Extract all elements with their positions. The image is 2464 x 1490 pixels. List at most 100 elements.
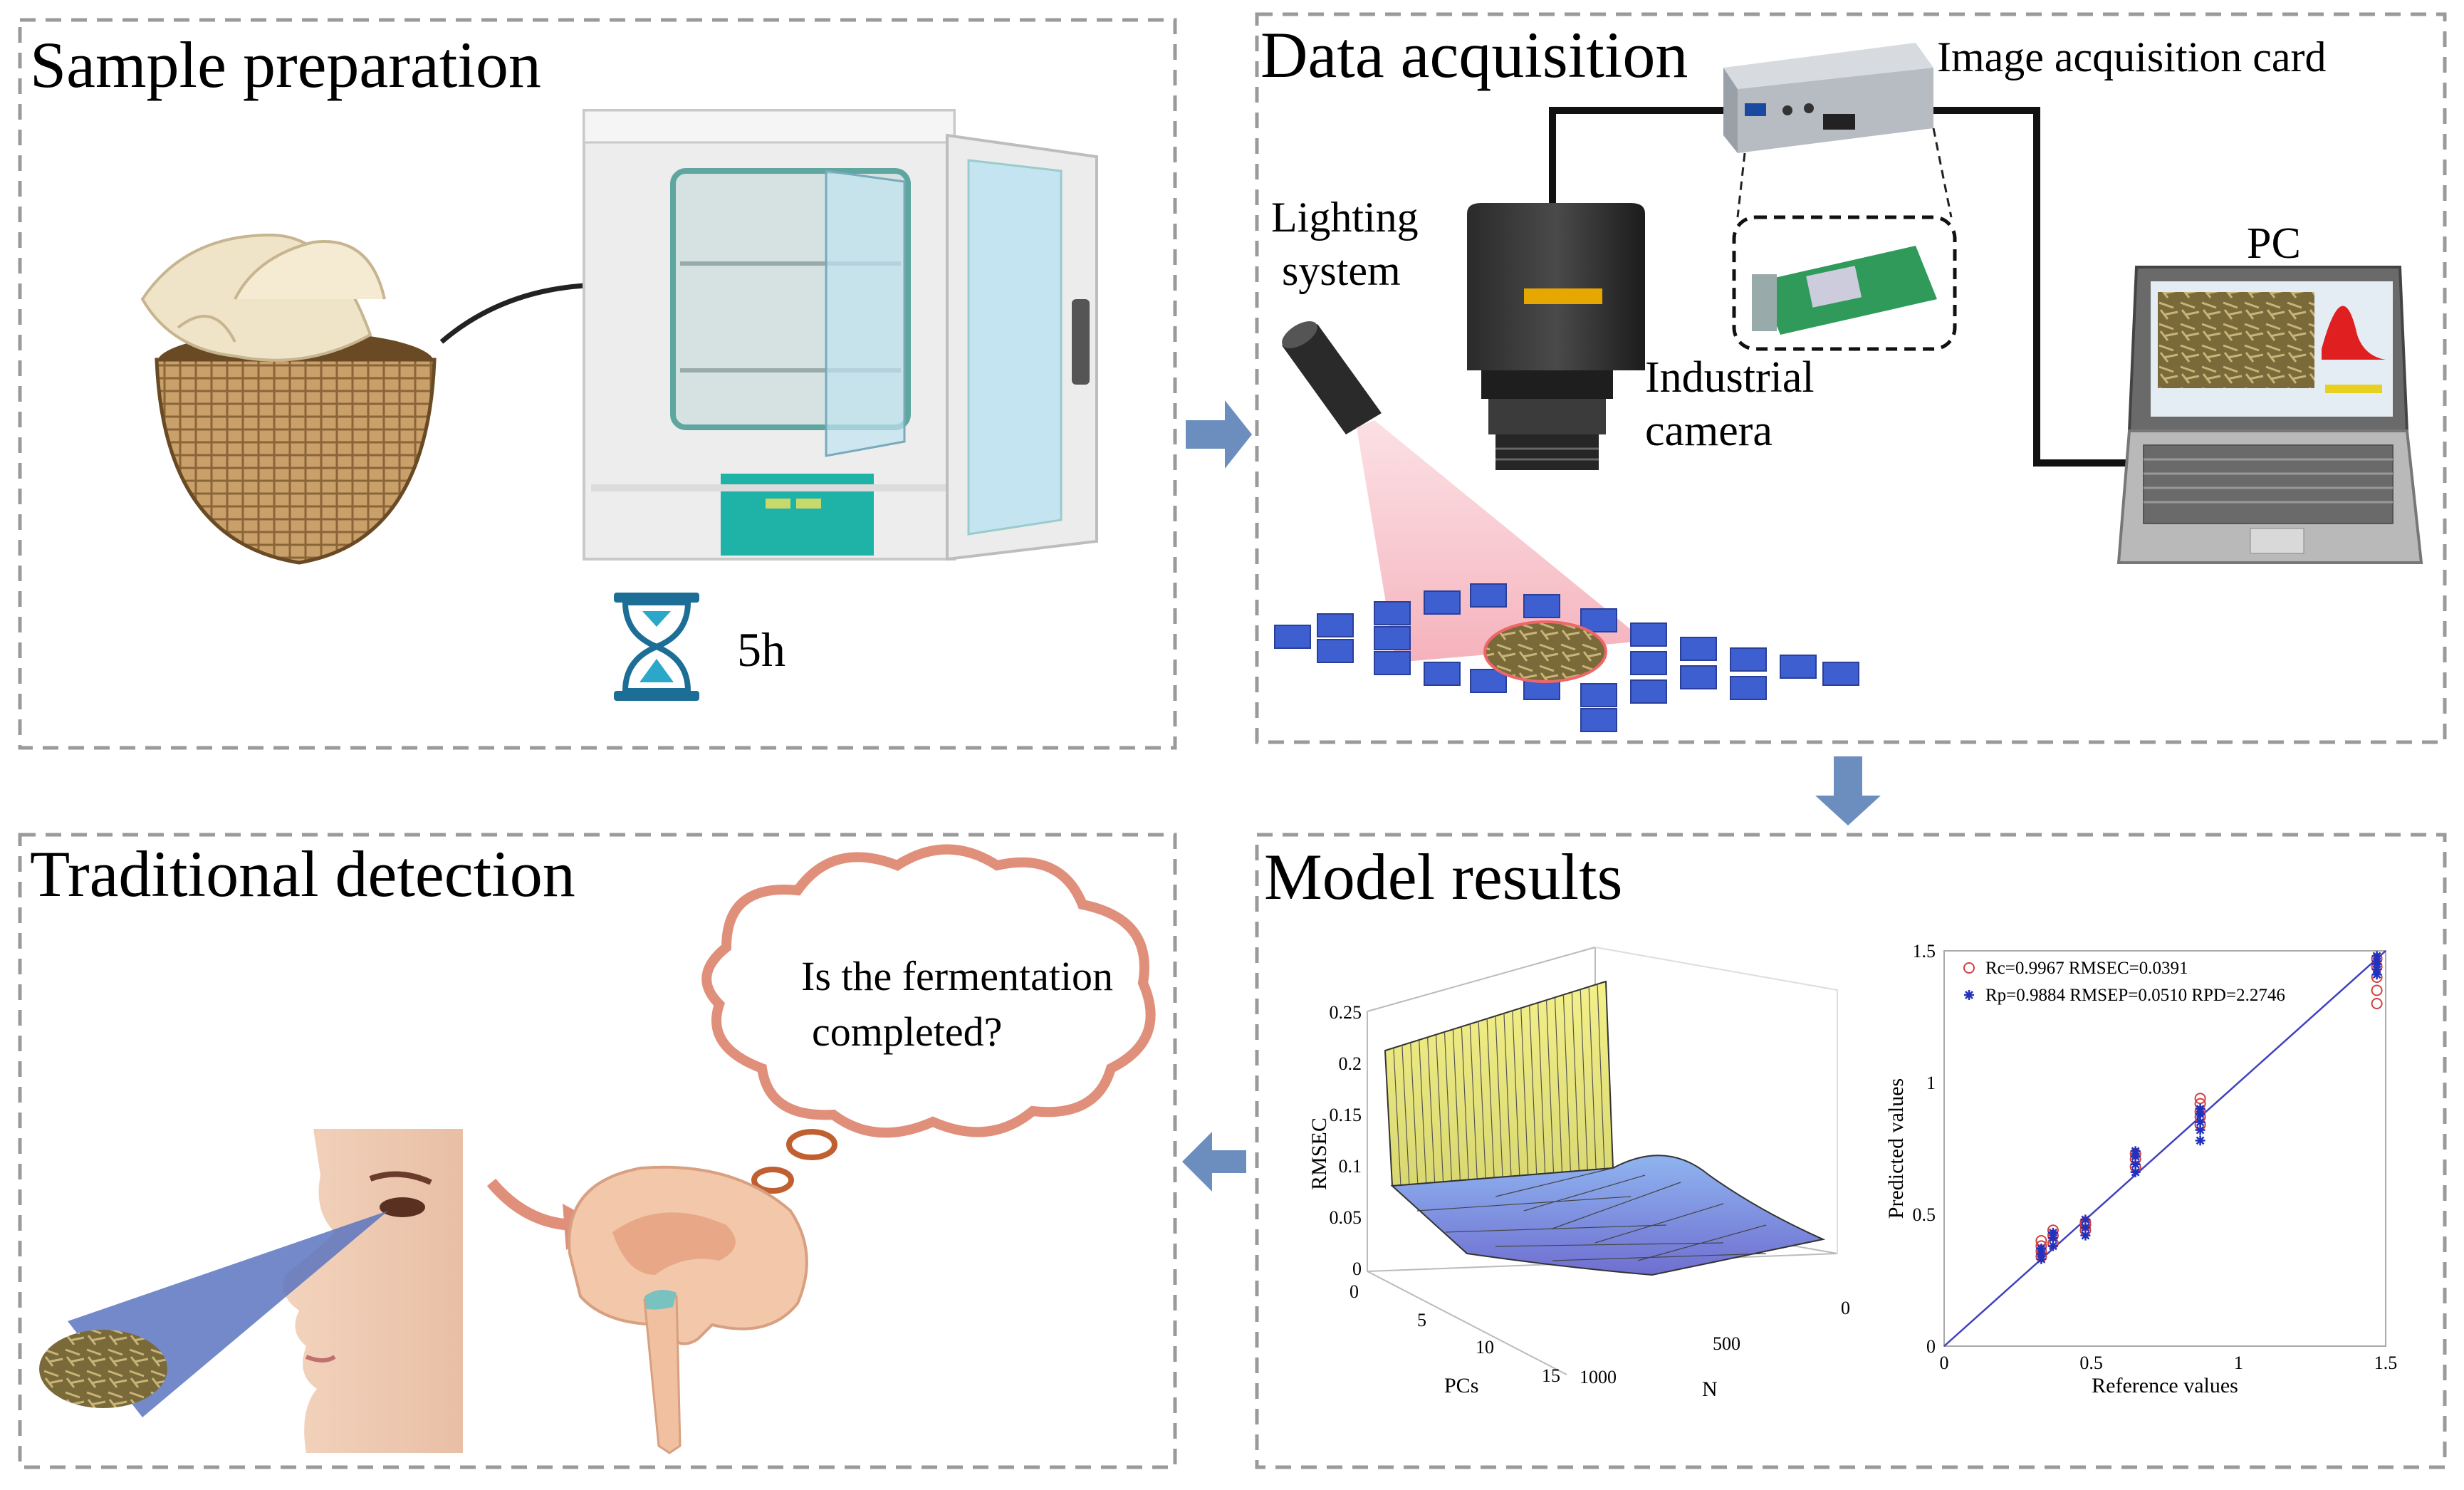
scatter-y-tick: 1.5 (1913, 941, 1936, 962)
pc-label: PC (2247, 219, 2301, 268)
surface-mesh-line (1597, 984, 1605, 1169)
reference-line (1943, 950, 2386, 1347)
scatter-point-prediction (2080, 1214, 2091, 1225)
surface-mesh-line (1503, 1013, 1512, 1177)
scatter-point-prediction (2195, 1109, 2205, 1120)
flow-arrows (1182, 400, 1881, 1192)
scatter-point-prediction (2371, 956, 2382, 967)
pc-tick-2: 10 (1476, 1337, 1494, 1358)
scatter-xlabel: Reference values (2092, 1374, 2238, 1397)
legend-marker-prediction (1964, 990, 1974, 1000)
scatter-point-prediction (2047, 1241, 2058, 1251)
surface-mesh-line (1529, 1005, 1538, 1174)
scatter-x-tick: 0.5 (2079, 1353, 2103, 1373)
scatter-point-prediction (2371, 964, 2382, 974)
time-label: 5h (737, 622, 785, 677)
surface-z-ticks: 0 0.05 0.1 0.15 0.2 0.25 (1330, 1002, 1362, 1279)
industrial-camera-icon (1467, 203, 1645, 470)
scatter-point-prediction (2036, 1244, 2047, 1254)
scatter-x-tick: 0 (1940, 1353, 1949, 1373)
tea-sample-view (39, 1330, 167, 1408)
card-label: Image acquisition card (1937, 33, 2326, 80)
scatter-point-prediction (2130, 1146, 2141, 1157)
scatter-point-calibration (2371, 984, 2383, 996)
surface-mesh-line (1444, 1031, 1453, 1182)
surface-mesh-line (1478, 1021, 1486, 1179)
z-tick-2: 0.1 (1339, 1156, 1362, 1177)
panel-sample-border (18, 18, 1177, 750)
surface-mesh-line (1588, 986, 1597, 1169)
panel-model: Model results RMSEC 0 0.05 0.1 0.15 0.2 … (1264, 840, 2397, 1401)
thought-bubble-medium (751, 1167, 794, 1194)
model-title: Model results (1264, 840, 1622, 913)
z-tick-3: 0.15 (1330, 1105, 1362, 1125)
surface-mesh-line (1435, 1034, 1444, 1182)
n-tick-2: 0 (1841, 1298, 1850, 1318)
panel-traditional: Traditional detection Is the fermentatio… (30, 838, 1156, 1454)
arrow-down (1815, 756, 1881, 825)
surface-ylabel: N (1702, 1377, 1718, 1401)
panel-sample: Sample preparation (30, 28, 1098, 701)
hourglass-icon (614, 593, 699, 701)
lighting-label-line1: Lighting (1271, 194, 1419, 241)
light-source-icon (1282, 321, 1382, 434)
surface-mesh-line (1580, 989, 1588, 1170)
tea-sample (1483, 620, 1607, 683)
scatter-ylabel: Predicted values (1884, 1078, 1908, 1219)
scatter-x-tick: 1.5 (2374, 1353, 2398, 1373)
cable-camera (1549, 107, 1738, 235)
scatter-frame (1943, 950, 2386, 1347)
z-tick-0: 0 (1352, 1259, 1362, 1279)
arrow-left (1182, 1132, 1246, 1192)
surface-zlabel: RMSEC (1307, 1118, 1331, 1190)
surface-mesh-line (1469, 1023, 1478, 1179)
surface-mesh-line (1538, 1002, 1546, 1174)
face-profile-illustration (283, 1129, 463, 1453)
surface-mesh-line (1401, 1045, 1410, 1185)
surface-mesh-line (1562, 994, 1571, 1172)
scatter-point-prediction (2130, 1167, 2141, 1177)
scatter-point-prediction (2080, 1230, 2091, 1241)
surface-mesh-line (1427, 1037, 1436, 1183)
surface-mesh-line (1512, 1011, 1520, 1176)
scatter-point-prediction (2047, 1233, 2058, 1244)
legend-marker-calibration (1963, 962, 1975, 974)
panel-model-border (1255, 833, 2447, 1469)
scatter-point-prediction (2371, 951, 2382, 962)
surface-n-ticks: 1000 500 0 (1580, 1298, 1850, 1387)
z-tick-5: 0.25 (1330, 1002, 1362, 1023)
camera-label-line2: camera (1645, 407, 1773, 455)
surface-mesh-line (1486, 1018, 1495, 1178)
scatter-point-prediction (2130, 1159, 2141, 1169)
arrow-right (1186, 400, 1252, 469)
scatter-point-prediction (2130, 1151, 2141, 1162)
surface-floor (1390, 1155, 1826, 1276)
surface-pc-ticks: 0 5 10 15 (1350, 1281, 1560, 1386)
acquisition-card-device (1723, 43, 1933, 153)
surface-mesh-line (1419, 1040, 1427, 1184)
surface-mesh-line (1545, 1000, 1555, 1173)
scatter-point-calibration (2194, 1093, 2206, 1105)
surface-mesh-line (1393, 1048, 1401, 1186)
scatter-x-tick: 1 (2234, 1353, 2243, 1373)
surface-mesh-line (1495, 1016, 1503, 1177)
panel-traditional-border (18, 833, 1177, 1469)
thought-bubble-large (786, 1129, 837, 1160)
surface-mesh-line (1461, 1026, 1469, 1180)
thought-cloud (701, 844, 1156, 1138)
pc-tick-1: 5 (1417, 1310, 1426, 1330)
panel-borders (18, 12, 2447, 1469)
pc-tick-0: 0 (1350, 1281, 1359, 1302)
incubator-illustration (583, 109, 1098, 561)
basket-illustration (140, 233, 437, 565)
pcie-card-icon (1752, 246, 1937, 335)
brain-icon (568, 1165, 808, 1454)
n-tick-0: 1000 (1580, 1367, 1617, 1387)
surface-mesh-line (1520, 1008, 1529, 1175)
surface-mesh-line (1452, 1029, 1461, 1181)
scatter-point-prediction (2195, 1104, 2205, 1114)
pc-tick-3: 15 (1542, 1365, 1560, 1386)
scatter-y-tick: 0 (1926, 1336, 1936, 1357)
surface-mesh-line (1571, 991, 1580, 1171)
